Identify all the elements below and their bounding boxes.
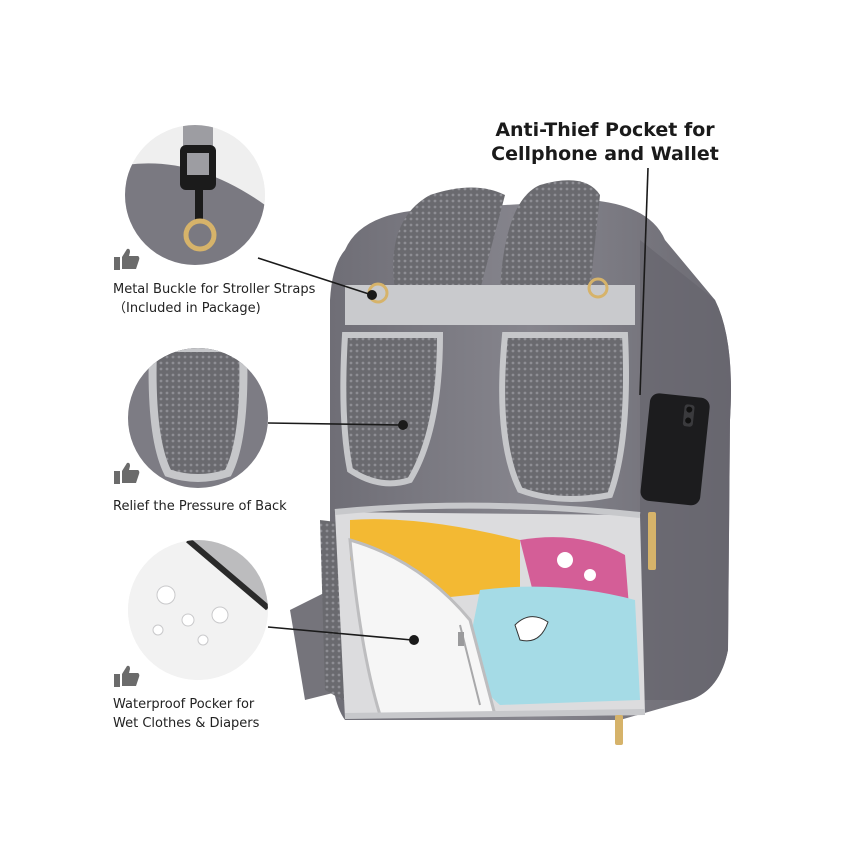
left-back-pad <box>340 332 444 487</box>
waterproof-caption-line-1: Waterproof Pocker for <box>113 697 255 712</box>
buckle-caption-line-2: （Included in Package) <box>113 301 261 316</box>
callout-line-waterproof <box>267 626 413 641</box>
back-pad-caption: Relief the Pressure of Back <box>113 497 287 516</box>
left-shoulder-strap <box>393 187 505 290</box>
right-shoulder-strap <box>500 180 600 290</box>
callout-line-buckle <box>257 257 373 296</box>
waterproof-caption: Waterproof Pocker for Wet Clothes & Diap… <box>113 695 259 733</box>
thumbs-up-icon <box>114 462 140 484</box>
top-band <box>345 285 635 325</box>
waterproof-caption-line-2: Wet Clothes & Diapers <box>113 716 260 731</box>
back-pad-detail-circle <box>128 348 268 488</box>
waterproof-detail-circle <box>128 540 268 680</box>
callout-line-pocket <box>639 167 649 396</box>
thumbs-up-icon <box>114 248 140 270</box>
buckle-caption: Metal Buckle for Stroller Straps （Includ… <box>113 280 315 318</box>
right-back-pad <box>499 332 629 502</box>
right-ring <box>587 277 609 299</box>
headline-line-1: Anti-Thief Pocket for <box>495 119 715 141</box>
callout-line-back <box>267 422 401 426</box>
buckle-detail-circle <box>125 125 265 265</box>
thumbs-up-icon <box>114 665 140 687</box>
anti-thief-headline: Anti-Thief Pocket for Cellphone and Wall… <box>470 118 740 166</box>
back-pad-caption-line-1: Relief the Pressure of Back <box>113 499 287 514</box>
buckle-caption-line-1: Metal Buckle for Stroller Straps <box>113 282 316 297</box>
headline-line-2: Cellphone and Wallet <box>491 143 719 165</box>
cellphone <box>640 393 710 506</box>
